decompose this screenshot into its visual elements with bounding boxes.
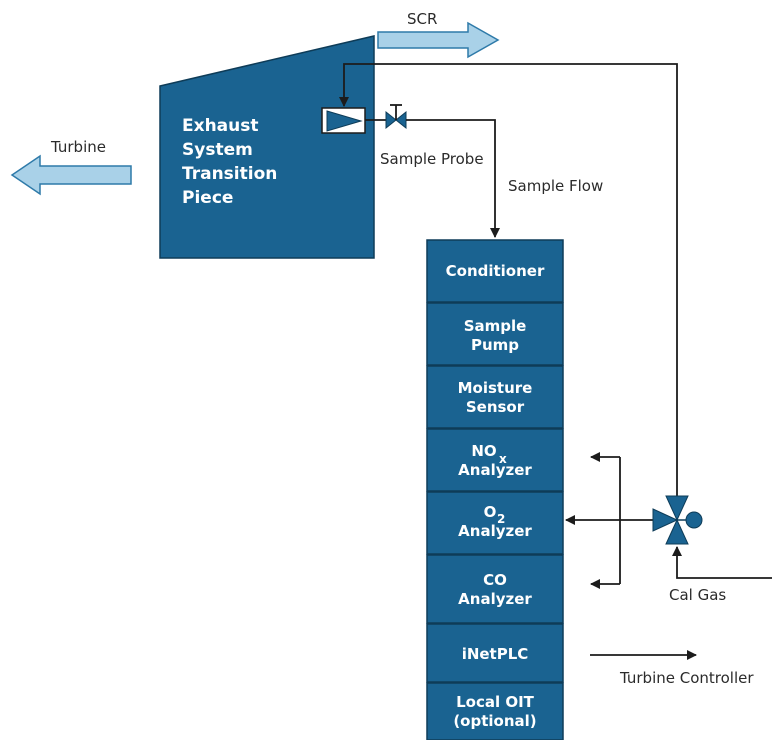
- sample-pump-label-line1: Sample: [464, 317, 527, 335]
- conditioner-label: Conditioner: [446, 262, 545, 280]
- sample-flow-line: [406, 119, 500, 238]
- nox-label-line2: Analyzer: [458, 461, 532, 479]
- inetplc-box: [426, 623, 564, 683]
- isolation-valve-icon[interactable]: [385, 104, 407, 130]
- co-analyzer-box: [426, 554, 564, 624]
- exhaust-label-line1: Exhaust: [182, 116, 259, 136]
- three-way-valve-icon[interactable]: [652, 495, 703, 545]
- o2-analyzer-box: [426, 491, 564, 555]
- scr-label: SCR: [407, 10, 437, 28]
- nox-analyzer-box: [426, 428, 564, 492]
- conditioner-box: [426, 239, 564, 303]
- o2-label-line1: O: [484, 503, 497, 521]
- exhaust-label-line3: Transition: [182, 164, 277, 184]
- co-label-line2: Analyzer: [458, 590, 532, 608]
- sample-pump-box: [426, 302, 564, 366]
- co-label-line1: CO: [483, 571, 507, 589]
- o2-subscript: 2: [497, 512, 505, 526]
- turbine-label: Turbine: [50, 138, 106, 156]
- local-oit-box: [426, 682, 564, 740]
- inetplc-label: iNetPLC: [462, 645, 529, 663]
- calibration-line: [339, 63, 678, 520]
- sample-flow-label: Sample Flow: [508, 177, 603, 195]
- exhaust-transition-piece: [159, 35, 375, 259]
- sample-probe-symbol: [326, 110, 363, 132]
- cal-gas-line: [672, 546, 772, 579]
- exhaust-label-line2: System: [182, 140, 253, 160]
- exhaust-label-line4: Piece: [182, 188, 233, 208]
- cal-gas-label: Cal Gas: [669, 586, 726, 604]
- o2-label-line2: Analyzer: [458, 522, 532, 540]
- scr-flow-arrow: [377, 21, 500, 59]
- nox-subscript: x: [499, 452, 507, 466]
- turbine-flow-arrow: [10, 154, 132, 196]
- moisture-sensor-label-line2: Sensor: [466, 398, 525, 416]
- sample-probe-label: Sample Probe: [380, 150, 484, 168]
- turbine-controller-label: Turbine Controller: [619, 669, 754, 687]
- sample-pump-label-line2: Pump: [471, 336, 519, 354]
- local-oit-label-line1: Local OIT: [456, 693, 535, 711]
- nox-label-line1: NO: [471, 442, 496, 460]
- moisture-sensor-box: [426, 365, 564, 429]
- local-oit-label-line2: (optional): [453, 712, 536, 730]
- analyzer-stack: Conditioner Sample Pump Moisture Sensor …: [426, 239, 564, 740]
- moisture-sensor-label-line1: Moisture: [458, 379, 533, 397]
